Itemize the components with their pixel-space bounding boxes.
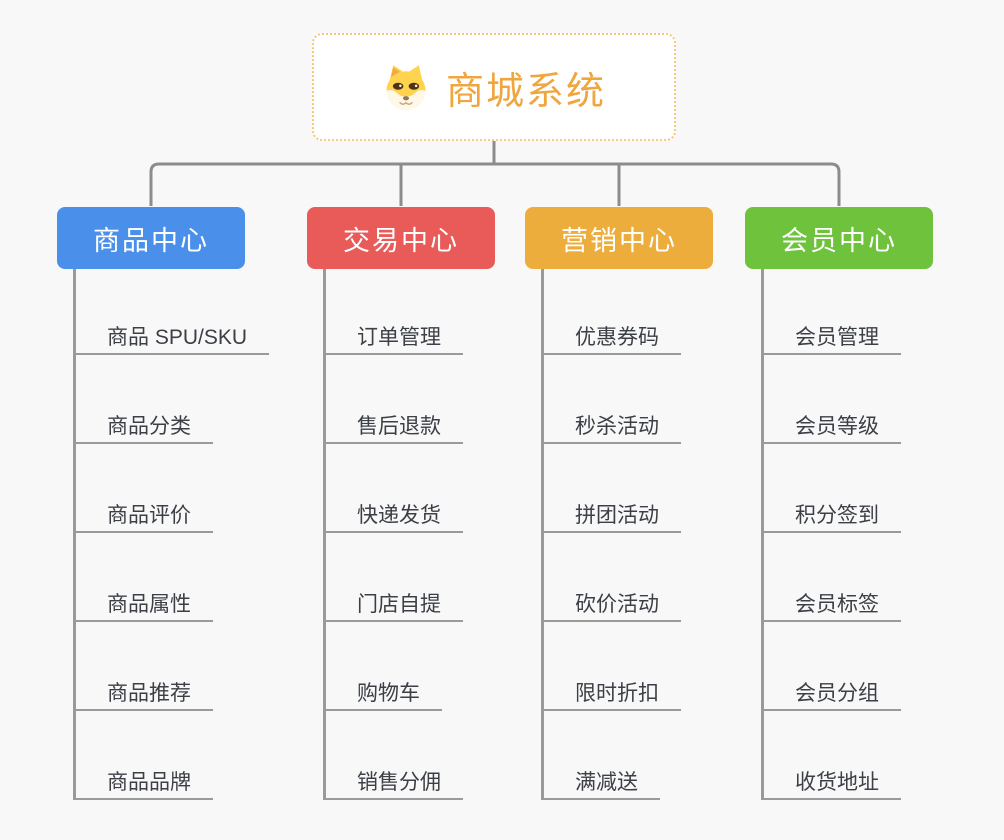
leaf-node[interactable]: 商品属性 (73, 582, 213, 622)
branch-spine (541, 269, 544, 800)
leaf-node[interactable]: 拼团活动 (541, 493, 681, 533)
leaf-node[interactable]: 商品推荐 (73, 671, 213, 711)
leaf-node[interactable]: 商品品牌 (73, 760, 213, 800)
leaf-node[interactable]: 会员分组 (761, 671, 901, 711)
branch-spine (73, 269, 76, 800)
branch-node-2[interactable]: 交易中心 (307, 207, 495, 269)
branch-spine (323, 269, 326, 800)
leaf-node[interactable]: 快递发货 (323, 493, 463, 533)
leaf-node[interactable]: 销售分佣 (323, 760, 463, 800)
leaf-node[interactable]: 购物车 (323, 671, 442, 711)
leaf-node[interactable]: 秒杀活动 (541, 404, 681, 444)
branch-node-4[interactable]: 会员中心 (745, 207, 933, 269)
leaf-node[interactable]: 限时折扣 (541, 671, 681, 711)
rail-line (149, 162, 841, 206)
leaf-node[interactable]: 优惠券码 (541, 315, 681, 355)
leaf-node[interactable]: 会员等级 (761, 404, 901, 444)
branch-node-3[interactable]: 营销中心 (525, 207, 713, 269)
leaf-node[interactable]: 商品评价 (73, 493, 213, 533)
dog-face-icon (386, 65, 426, 111)
leaf-node[interactable]: 订单管理 (323, 315, 463, 355)
branch-node-1[interactable]: 商品中心 (57, 207, 245, 269)
leaf-node[interactable]: 商品分类 (73, 404, 213, 444)
leaf-node[interactable]: 砍价活动 (541, 582, 681, 622)
leaf-node[interactable]: 售后退款 (323, 404, 463, 444)
leaf-node[interactable]: 会员管理 (761, 315, 901, 355)
leaf-node[interactable]: 门店自提 (323, 582, 463, 622)
leaf-node[interactable]: 商品 SPU/SKU (73, 315, 270, 355)
root-title: 商城系统 (445, 70, 606, 113)
leaf-node[interactable]: 积分签到 (761, 493, 901, 533)
leaf-node[interactable]: 收货地址 (761, 760, 901, 800)
branch-spine (761, 269, 764, 800)
leaf-node[interactable]: 会员标签 (761, 582, 901, 622)
leaf-node[interactable]: 满减送 (541, 760, 660, 800)
root-node[interactable]: 商城系统 (312, 33, 676, 141)
